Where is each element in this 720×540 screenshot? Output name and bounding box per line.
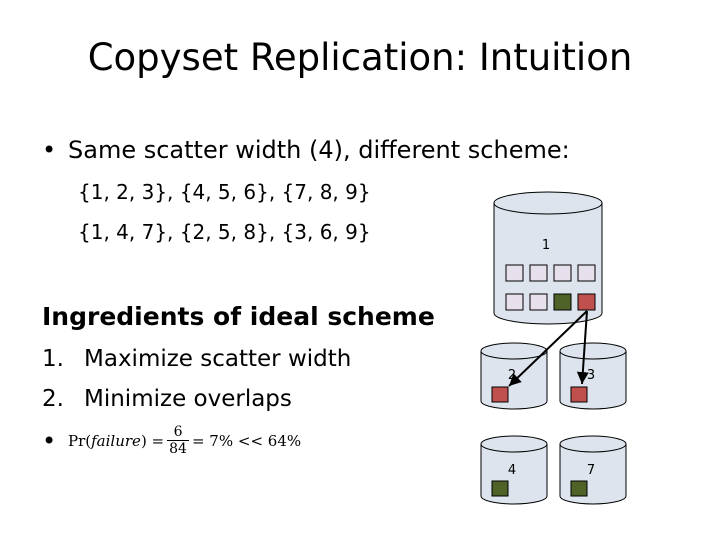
chunk-slot bbox=[529, 293, 548, 311]
chunk-slot bbox=[529, 264, 548, 282]
node-2: 2 bbox=[480, 342, 548, 410]
chunk-slot bbox=[553, 264, 572, 282]
chunk-red bbox=[577, 293, 596, 311]
ingredient-number: 2. bbox=[42, 386, 64, 412]
chunk-green bbox=[570, 480, 588, 497]
node-label: 3 bbox=[587, 368, 595, 383]
set-line-1: {1, 2, 3}, {4, 5, 6}, {7, 8, 9} bbox=[78, 180, 371, 204]
ingredient-text: Minimize overlaps bbox=[84, 386, 292, 412]
scheme-bullet: • Same scatter width (4), different schem… bbox=[42, 136, 570, 164]
ingredient-text: Maximize scatter width bbox=[84, 346, 352, 372]
ingredient-item-2: 2. Minimize overlaps bbox=[42, 386, 292, 412]
replica-arrow-to-node-3 bbox=[576, 310, 589, 385]
bullet-dot: • bbox=[42, 426, 57, 455]
node-1: 1 bbox=[493, 191, 603, 325]
chunk-slot bbox=[505, 264, 524, 282]
chunk-slot bbox=[505, 293, 524, 311]
formula-rest: = 7% << 64% bbox=[191, 431, 302, 450]
fraction-numerator: 6 bbox=[167, 424, 189, 441]
chunk-red bbox=[570, 386, 588, 403]
replica-arrow-to-node-2 bbox=[508, 310, 588, 387]
ingredient-number: 1. bbox=[42, 346, 64, 372]
chunk-green bbox=[491, 480, 509, 497]
node-7: 7 bbox=[559, 435, 627, 505]
formula-prefix: Pr( bbox=[68, 431, 92, 450]
slide-title: Copyset Replication: Intuition bbox=[87, 36, 633, 79]
ingredients-heading: Ingredients of ideal scheme bbox=[42, 302, 435, 331]
formula-suffix: ) = bbox=[140, 431, 165, 450]
node-4: 4 bbox=[480, 435, 548, 505]
scheme-bullet-text: Same scatter width (4), different scheme… bbox=[68, 136, 570, 164]
ingredient-item-1: 1. Maximize scatter width bbox=[42, 346, 351, 372]
chunk-green bbox=[553, 293, 572, 311]
fraction-denominator: 84 bbox=[169, 441, 187, 457]
set-line-2: {1, 4, 7}, {2, 5, 8}, {3, 6, 9} bbox=[78, 220, 371, 244]
formula-variable: failure bbox=[91, 431, 141, 450]
chunk-red bbox=[491, 386, 509, 403]
chunk-slot bbox=[577, 264, 596, 282]
node-label: 4 bbox=[508, 463, 516, 478]
bullet-dot: • bbox=[42, 136, 57, 164]
node-label: 1 bbox=[542, 238, 550, 253]
node-label: 7 bbox=[587, 463, 595, 478]
node-3: 3 bbox=[559, 342, 627, 410]
